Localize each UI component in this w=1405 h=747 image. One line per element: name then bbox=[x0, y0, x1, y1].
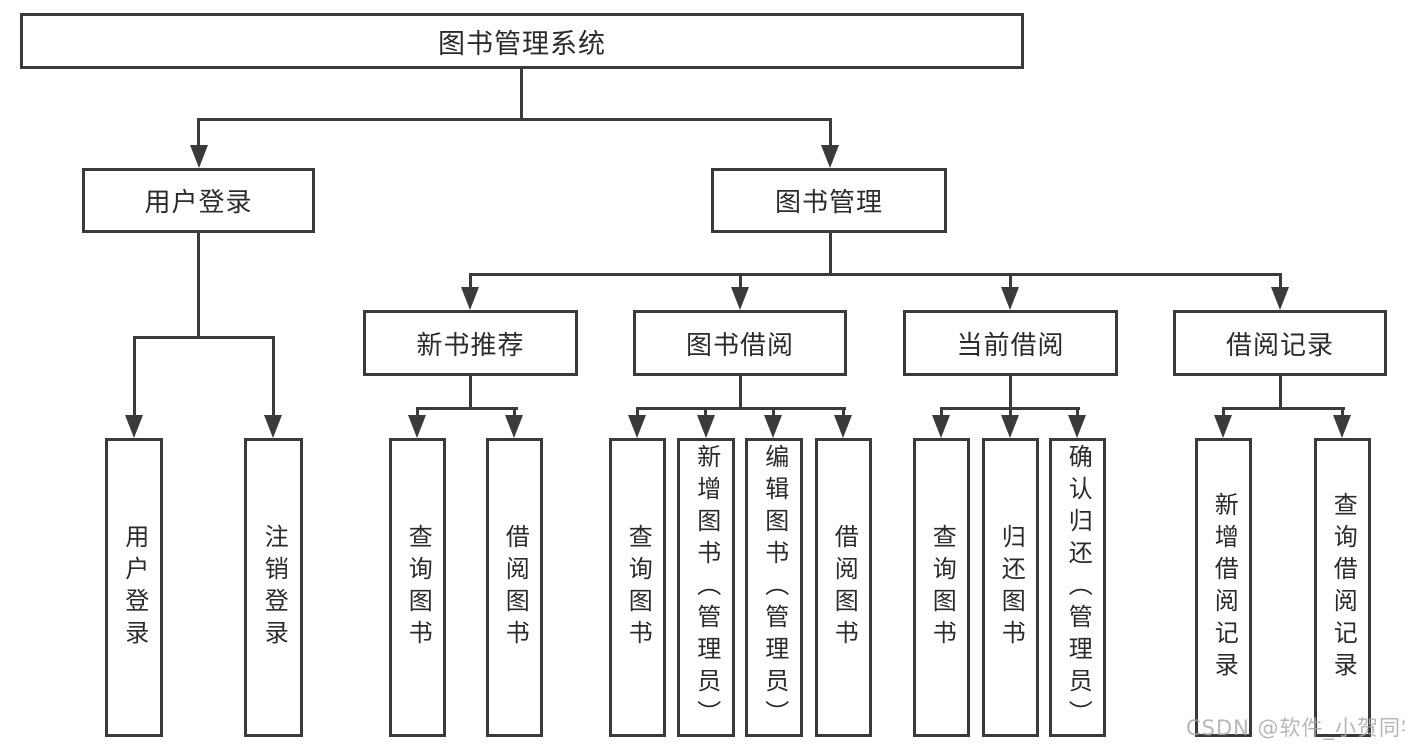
connector-line bbox=[133, 336, 275, 339]
connector-arrowhead bbox=[764, 415, 782, 438]
node-user-login: 用户登录 bbox=[82, 168, 315, 233]
connector-line bbox=[1009, 407, 1012, 419]
connector-line bbox=[272, 336, 275, 418]
node-leaf-add-borrow-record: 新增借阅记录 bbox=[1195, 438, 1252, 737]
node-label: 借阅图书 bbox=[501, 523, 530, 652]
node-new-book-recommendation: 新书推荐 bbox=[363, 310, 578, 376]
node-label: 注销登录 bbox=[260, 523, 289, 652]
node-leaf-query-books-current: 查询图书 bbox=[913, 438, 970, 737]
node-leaf-query-books-recommend: 查询图书 bbox=[389, 438, 446, 737]
node-leaf-logout: 注销登录 bbox=[244, 438, 303, 737]
connector-arrowhead bbox=[1001, 287, 1019, 310]
connector-arrowhead bbox=[505, 415, 523, 438]
node-label: 新增图书（管理员） bbox=[692, 443, 721, 732]
connector-line bbox=[1009, 273, 1012, 293]
connector-arrowhead bbox=[697, 415, 715, 438]
node-leaf-user-login: 用户登录 bbox=[105, 438, 163, 737]
connector-line bbox=[704, 407, 707, 419]
connector-line bbox=[739, 273, 742, 293]
connector-arrowhead bbox=[834, 415, 852, 438]
node-label: 图书借阅 bbox=[685, 330, 794, 361]
node-label: 查询借阅记录 bbox=[1329, 491, 1358, 684]
connector-arrowhead bbox=[1333, 415, 1351, 438]
connector-line bbox=[133, 336, 136, 418]
connector-line bbox=[829, 118, 832, 148]
node-borrowing-records: 借阅记录 bbox=[1173, 310, 1387, 376]
connector-arrowhead bbox=[125, 415, 143, 438]
connector-arrowhead bbox=[821, 145, 839, 168]
connector-line bbox=[1341, 407, 1344, 419]
connector-line bbox=[197, 118, 832, 121]
node-label: 图书管理 bbox=[774, 188, 883, 218]
node-label: 用户登录 bbox=[144, 188, 253, 218]
connector-arrowhead bbox=[1271, 287, 1289, 310]
connector-line bbox=[842, 407, 845, 419]
connector-arrowhead bbox=[408, 415, 426, 438]
node-label: 图书管理系统 bbox=[438, 28, 606, 60]
connector-line bbox=[1279, 273, 1282, 293]
node-leaf-borrow-books: 借阅图书 bbox=[815, 438, 872, 737]
connector-arrowhead bbox=[1001, 415, 1019, 438]
connector-arrowhead bbox=[264, 415, 282, 438]
connector-arrowhead bbox=[1068, 415, 1086, 438]
node-book-management: 图书管理 bbox=[711, 168, 947, 233]
connector-line bbox=[636, 407, 639, 419]
connector-arrowhead bbox=[628, 415, 646, 438]
connector-line bbox=[739, 376, 742, 409]
connector-line bbox=[513, 407, 516, 419]
connector-line bbox=[1279, 376, 1282, 409]
connector-line bbox=[469, 273, 472, 293]
node-leaf-confirm-return-admin: 确认归还（管理员） bbox=[1049, 438, 1106, 737]
connector-arrowhead bbox=[190, 145, 208, 168]
node-leaf-add-books-admin: 新增图书（管理员） bbox=[677, 438, 735, 737]
connector-line bbox=[416, 407, 518, 410]
node-book-borrowing: 图书借阅 bbox=[633, 310, 847, 376]
connector-line bbox=[469, 376, 472, 409]
connector-line bbox=[197, 233, 200, 338]
connector-arrowhead bbox=[731, 287, 749, 310]
node-label: 用户登录 bbox=[120, 523, 149, 652]
connector-line bbox=[829, 233, 832, 275]
connector-line bbox=[940, 407, 943, 419]
node-label: 新书推荐 bbox=[416, 330, 525, 361]
connector-line bbox=[416, 407, 419, 419]
node-leaf-borrow-books-recommend: 借阅图书 bbox=[486, 438, 543, 737]
node-label: 编辑图书（管理员） bbox=[760, 443, 789, 732]
node-current-borrowing: 当前借阅 bbox=[903, 310, 1118, 376]
node-leaf-return-books: 归还图书 bbox=[982, 438, 1039, 737]
connector-arrowhead bbox=[1214, 415, 1232, 438]
connector-line bbox=[772, 407, 775, 419]
connector-line bbox=[469, 273, 1282, 276]
node-leaf-query-borrow-record: 查询借阅记录 bbox=[1314, 438, 1371, 737]
node-label: 查询图书 bbox=[404, 523, 433, 652]
connector-arrowhead bbox=[932, 415, 950, 438]
connector-line bbox=[1222, 407, 1225, 419]
node-label: 确认归还（管理员） bbox=[1064, 443, 1093, 732]
node-leaf-edit-books-admin: 编辑图书（管理员） bbox=[745, 438, 803, 737]
watermark: CSDN @软件_小贺同学 bbox=[1186, 716, 1405, 740]
node-label: 借阅图书 bbox=[830, 523, 859, 652]
connector-line bbox=[1009, 376, 1012, 409]
node-label: 归还图书 bbox=[997, 523, 1026, 652]
connector-line bbox=[197, 118, 200, 148]
node-label: 查询图书 bbox=[624, 523, 653, 652]
node-label: 查询图书 bbox=[928, 523, 957, 652]
node-label: 借阅记录 bbox=[1225, 330, 1334, 361]
node-label: 新增借阅记录 bbox=[1210, 491, 1239, 684]
connector-line bbox=[636, 407, 846, 410]
node-leaf-query-books-borrow: 查询图书 bbox=[609, 438, 666, 737]
node-label: 当前借阅 bbox=[956, 330, 1065, 361]
connector-line bbox=[520, 69, 523, 120]
connector-line bbox=[1222, 407, 1345, 410]
connector-arrowhead bbox=[461, 287, 479, 310]
connector-line bbox=[1076, 407, 1079, 419]
node-book-management-system: 图书管理系统 bbox=[20, 13, 1024, 69]
